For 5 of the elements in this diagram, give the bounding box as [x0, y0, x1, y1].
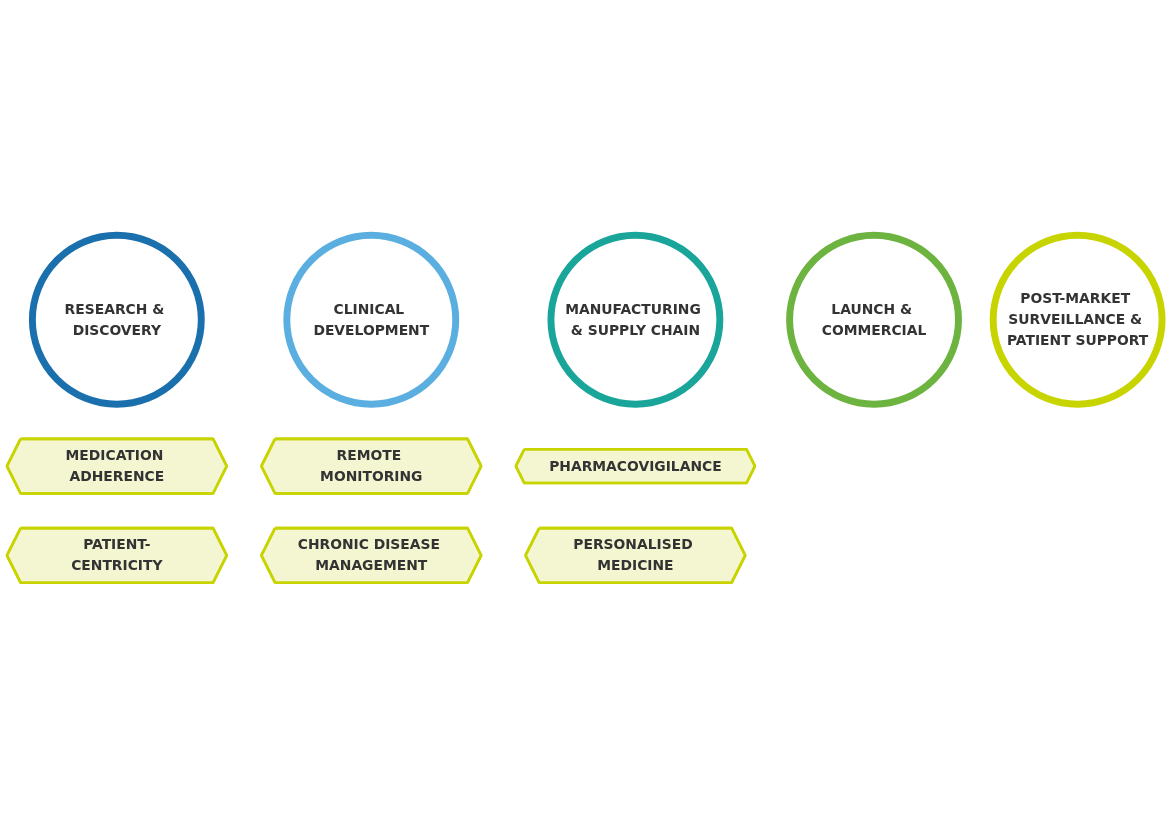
node-circle: LAUNCH & COMMERCIAL	[786, 231, 962, 408]
node-circle: RESEARCH & DISCOVERY	[28, 231, 205, 408]
node-circle: POST-MARKET SURVEILLANCE & PATIENT SUPPORT	[989, 231, 1166, 408]
node-circle: CLINICAL DEVELOPMENT	[283, 231, 460, 408]
node-circle: MANUFACTURING & SUPPLY CHAIN	[547, 231, 724, 408]
